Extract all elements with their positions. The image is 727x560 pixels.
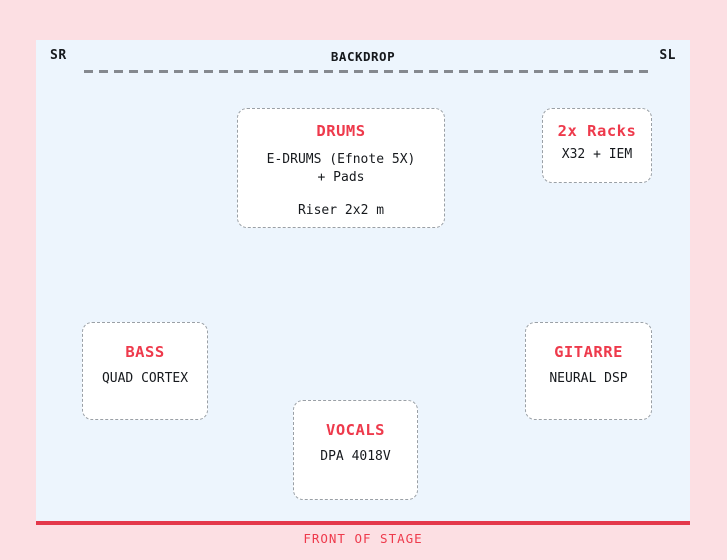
vocals-line: DPA 4018V <box>320 449 391 464</box>
stage-box-bass: BASS QUAD CORTEX <box>82 322 208 420</box>
drums-line: E-DRUMS (Efnote 5X) <box>266 152 416 167</box>
stage-box-racks: 2x Racks X32 + IEM <box>542 108 652 183</box>
drums-line: Riser 2x2 m <box>297 203 385 218</box>
stage-area: SR BACKDROP SL DRUMS E-DRUMS (Efnote 5X)… <box>36 40 690 525</box>
stage-box-drums: DRUMS E-DRUMS (Efnote 5X) + Pads Riser 2… <box>237 108 445 228</box>
stage-box-vocals: VOCALS DPA 4018V <box>293 400 418 500</box>
racks-title: 2x Racks <box>557 122 637 140</box>
stage-left-label: SL <box>659 48 676 63</box>
racks-line: X32 + IEM <box>561 147 633 162</box>
front-of-stage-label: FRONT OF STAGE <box>303 531 423 546</box>
bass-line: QUAD CORTEX <box>101 371 189 386</box>
stage-box-gitarre: GITARRE NEURAL DSP <box>525 322 652 420</box>
stage-right-label: SR <box>50 48 67 63</box>
vocals-title: VOCALS <box>326 421 385 439</box>
backdrop-label: BACKDROP <box>330 49 396 64</box>
drums-title: DRUMS <box>316 122 366 140</box>
backdrop-dashed-line <box>84 70 650 73</box>
bass-title: BASS <box>125 343 165 361</box>
gitarre-title: GITARRE <box>554 343 623 361</box>
drums-line: + Pads <box>317 170 365 185</box>
gitarre-line: NEURAL DSP <box>549 371 628 386</box>
